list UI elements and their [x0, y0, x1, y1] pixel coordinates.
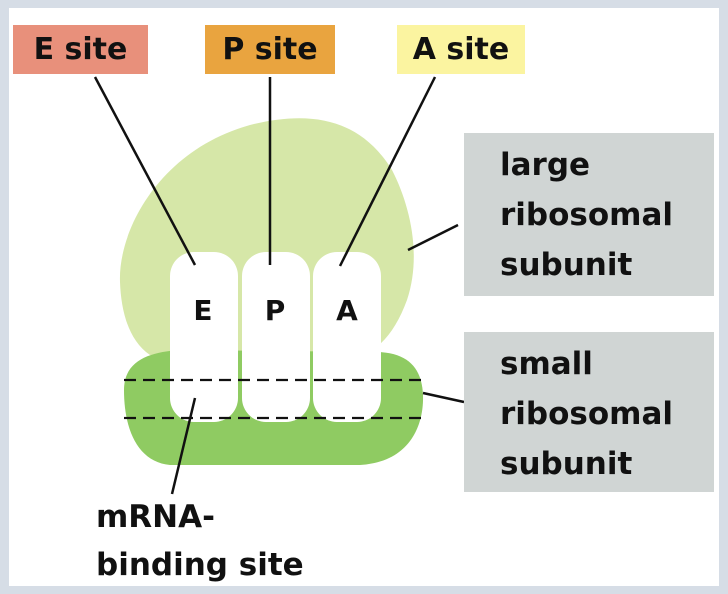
- large-subunit-line3: subunit: [500, 247, 633, 283]
- e-site-leader: [93, 76, 197, 266]
- e-slot: [170, 252, 238, 422]
- e-site-label: E site: [13, 25, 148, 74]
- large-subunit-label: large ribosomal subunit: [464, 133, 714, 296]
- mrna-binding-site-label: mRNA- binding site: [96, 493, 304, 589]
- small-subunit-leader: [422, 391, 465, 404]
- a-site-leader: [338, 76, 437, 267]
- mrna-label-line2: binding site: [96, 547, 304, 583]
- slot-letter-e: E: [193, 294, 212, 327]
- large-subunit-line2: ribosomal: [500, 197, 673, 233]
- small-subunit-line1: small: [500, 346, 593, 382]
- a-slot: [313, 252, 381, 422]
- mrna-label-line1: mRNA-: [96, 499, 215, 535]
- large-subunit-line1: large: [500, 147, 591, 183]
- slot-letter-p: P: [265, 294, 286, 327]
- slot-letter-a: A: [336, 294, 358, 327]
- small-subunit-label: small ribosomal subunit: [464, 332, 714, 492]
- small-subunit-line2: ribosomal: [500, 396, 673, 432]
- mrna-leader: [170, 397, 197, 495]
- p-site-label: P site: [205, 25, 335, 74]
- large-subunit-leader: [407, 223, 459, 252]
- p-slot: [242, 252, 310, 422]
- a-site-label: A site: [397, 25, 525, 74]
- small-subunit-line3: subunit: [500, 446, 633, 482]
